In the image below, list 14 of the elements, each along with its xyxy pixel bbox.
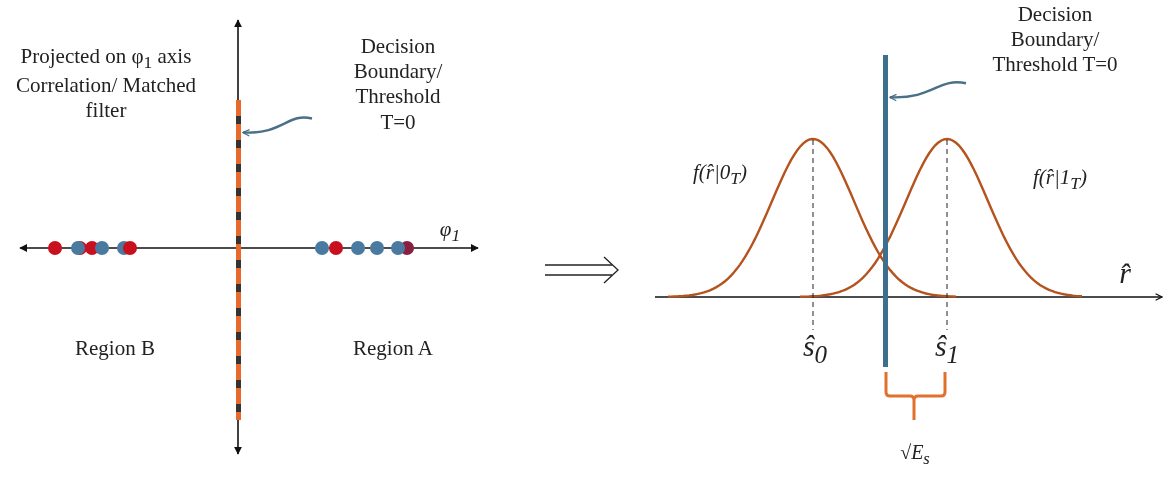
tick-label: ŝ$_{0}$ <box>801 328 829 370</box>
axis-label: r̂ <box>1118 255 1132 291</box>
brace-label: √E$_{s}$ <box>899 440 931 469</box>
annotation-text: Decision Boundary/ Threshold T=0 <box>990 2 1120 127</box>
curve-label: f(r̂|1$_{T}$) <box>1032 165 1088 195</box>
tick-label: ŝ$_{1}$ <box>933 328 961 370</box>
region-label: Region A <box>352 336 434 362</box>
annotation-text: Decision Boundary/ Threshold T=0 <box>336 34 460 164</box>
axis-label: φ$_{1}$ <box>438 217 462 247</box>
annotation-text: Projected on φ$_{1}$ axis Correlation/ Matched filter <box>14 44 198 124</box>
leader-arrow <box>889 81 967 102</box>
leader-arrow <box>242 116 313 137</box>
region-label: Region B <box>74 336 156 362</box>
curve-label: f(r̂|0$_{T}$) <box>692 160 748 190</box>
